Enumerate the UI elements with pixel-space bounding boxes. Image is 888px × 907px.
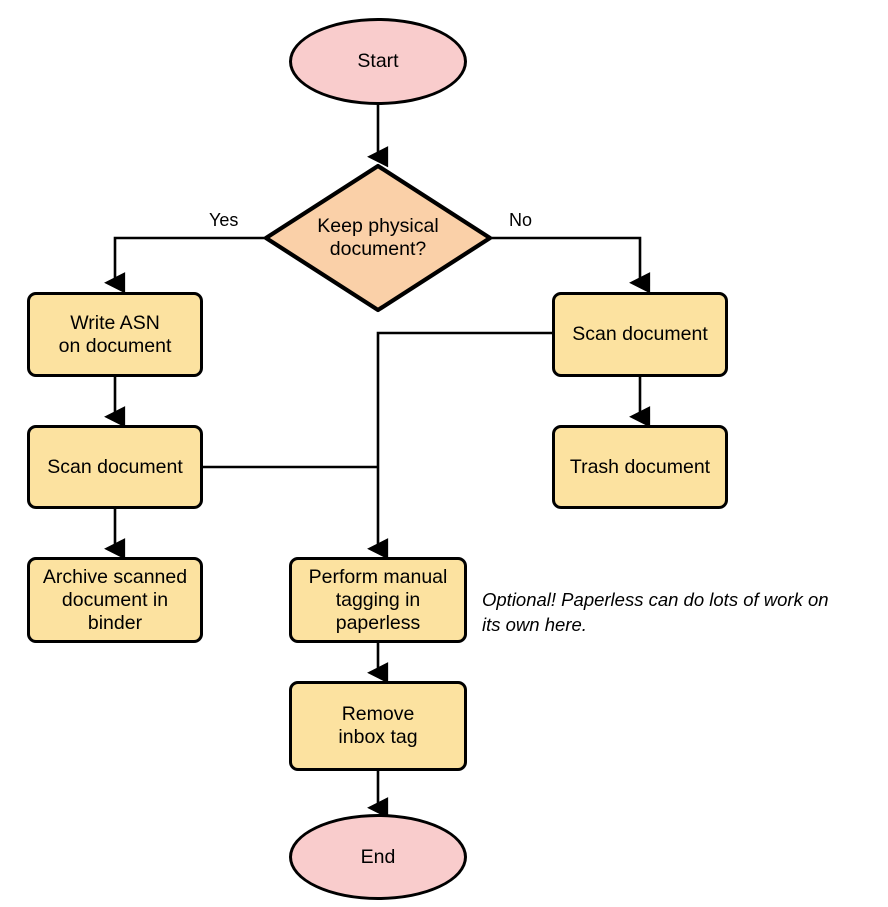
node-decision[interactable]: Keep physical document? — [278, 205, 478, 271]
node-end[interactable]: End — [289, 814, 467, 900]
node-remove-inbox-tag[interactable]: Remove inbox tag — [289, 681, 467, 771]
node-decision-label: Keep physical document? — [317, 215, 439, 260]
node-perform-manual-tagging[interactable]: Perform manual tagging in paperless — [289, 557, 467, 643]
node-trash-document-label: Trash document — [569, 455, 711, 478]
edge-decision-no-to-scan-right — [490, 236, 651, 294]
node-start[interactable]: Start — [289, 18, 467, 105]
edge-label-yes: Yes — [209, 210, 239, 230]
node-perform-manual-tagging-label: Perform manual tagging in paperless — [308, 565, 448, 634]
node-remove-inbox-tag-label: Remove inbox tag — [338, 703, 418, 748]
edge-scan-right-to-tagging — [367, 331, 552, 560]
node-scan-document-left-label: Scan document — [47, 455, 183, 478]
node-scan-document-right-label: Scan document — [572, 323, 708, 345]
node-scan-document-right[interactable]: Scan document — [552, 292, 728, 377]
edge-label-no: No — [509, 210, 533, 230]
node-archive-scanned-document[interactable]: Archive scanned document in binder — [27, 557, 203, 643]
note-optional-paperless: Optional! Paperless can do lots of work … — [482, 589, 829, 635]
node-scan-document-left[interactable]: Scan document — [27, 425, 203, 509]
node-archive-scanned-document-label: Archive scanned document in binder — [42, 565, 188, 634]
node-write-asn[interactable]: Write ASN on document — [27, 292, 203, 377]
node-start-label: Start — [357, 50, 399, 72]
edge-decision-yes-to-write-asn — [104, 236, 266, 294]
node-write-asn-label: Write ASN on document — [58, 311, 172, 357]
node-end-label: End — [360, 845, 396, 868]
decision-diamond-shape — [263, 163, 493, 313]
node-trash-document[interactable]: Trash document — [552, 425, 728, 509]
